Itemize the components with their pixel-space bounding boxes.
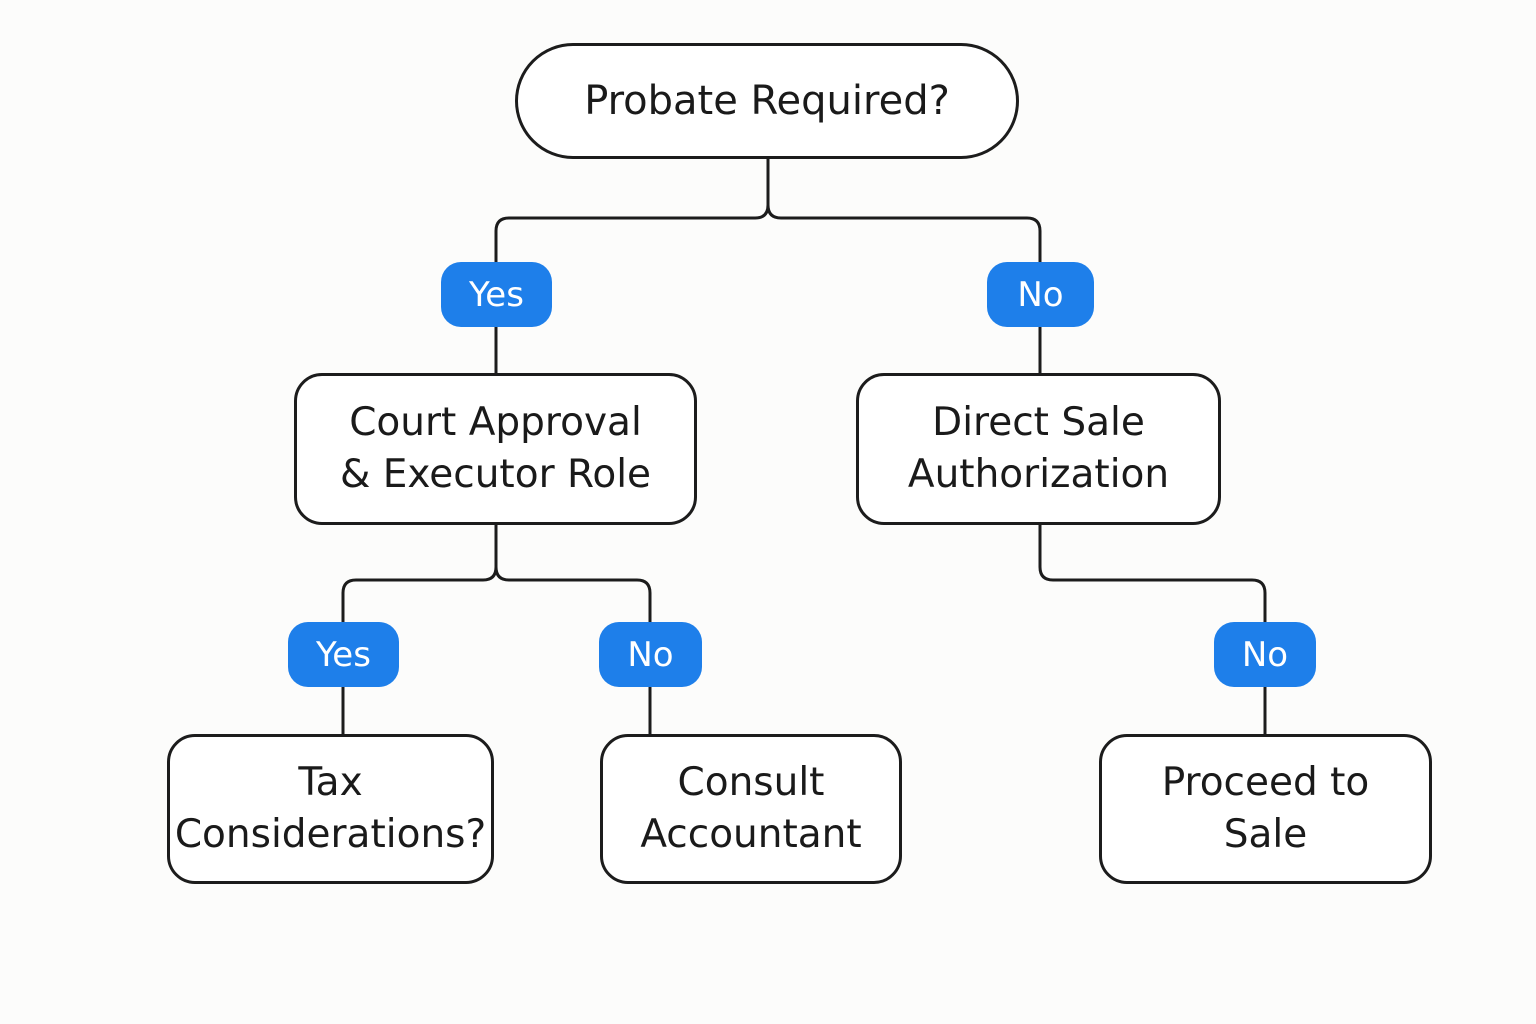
branch-no-probate: No — [987, 262, 1094, 327]
tax-considerations-node: Tax Considerations? — [167, 734, 494, 884]
proceed-to-sale-node: Proceed to Sale — [1099, 734, 1432, 884]
proceed-to-sale-label: Proceed to Sale — [1161, 760, 1370, 857]
tax-considerations-label: Tax Considerations? — [174, 760, 487, 857]
direct-sale-label: Direct Sale Authorization — [907, 400, 1170, 497]
connector-court-to-yes — [341, 523, 498, 624]
probate-required-node: Probate Required? — [515, 43, 1019, 159]
consult-accountant-label: Consult Accountant — [640, 760, 862, 857]
court-approval-label: Court Approval & Executor Role — [339, 400, 652, 497]
court-approval-node: Court Approval & Executor Role — [294, 373, 697, 525]
branch-yes-court: Yes — [288, 622, 399, 687]
consult-accountant-node: Consult Accountant — [600, 734, 902, 884]
branch-no-direct: No — [1214, 622, 1316, 687]
connector-root-to-no — [766, 203, 1042, 264]
connector-court-to-no — [494, 565, 652, 624]
connector-root-to-yes — [494, 157, 770, 264]
probate-required-label: Probate Required? — [584, 78, 950, 124]
connector-direct-to-no — [1038, 523, 1267, 624]
direct-sale-node: Direct Sale Authorization — [856, 373, 1221, 525]
branch-yes-probate: Yes — [441, 262, 552, 327]
branch-no-court: No — [599, 622, 702, 687]
